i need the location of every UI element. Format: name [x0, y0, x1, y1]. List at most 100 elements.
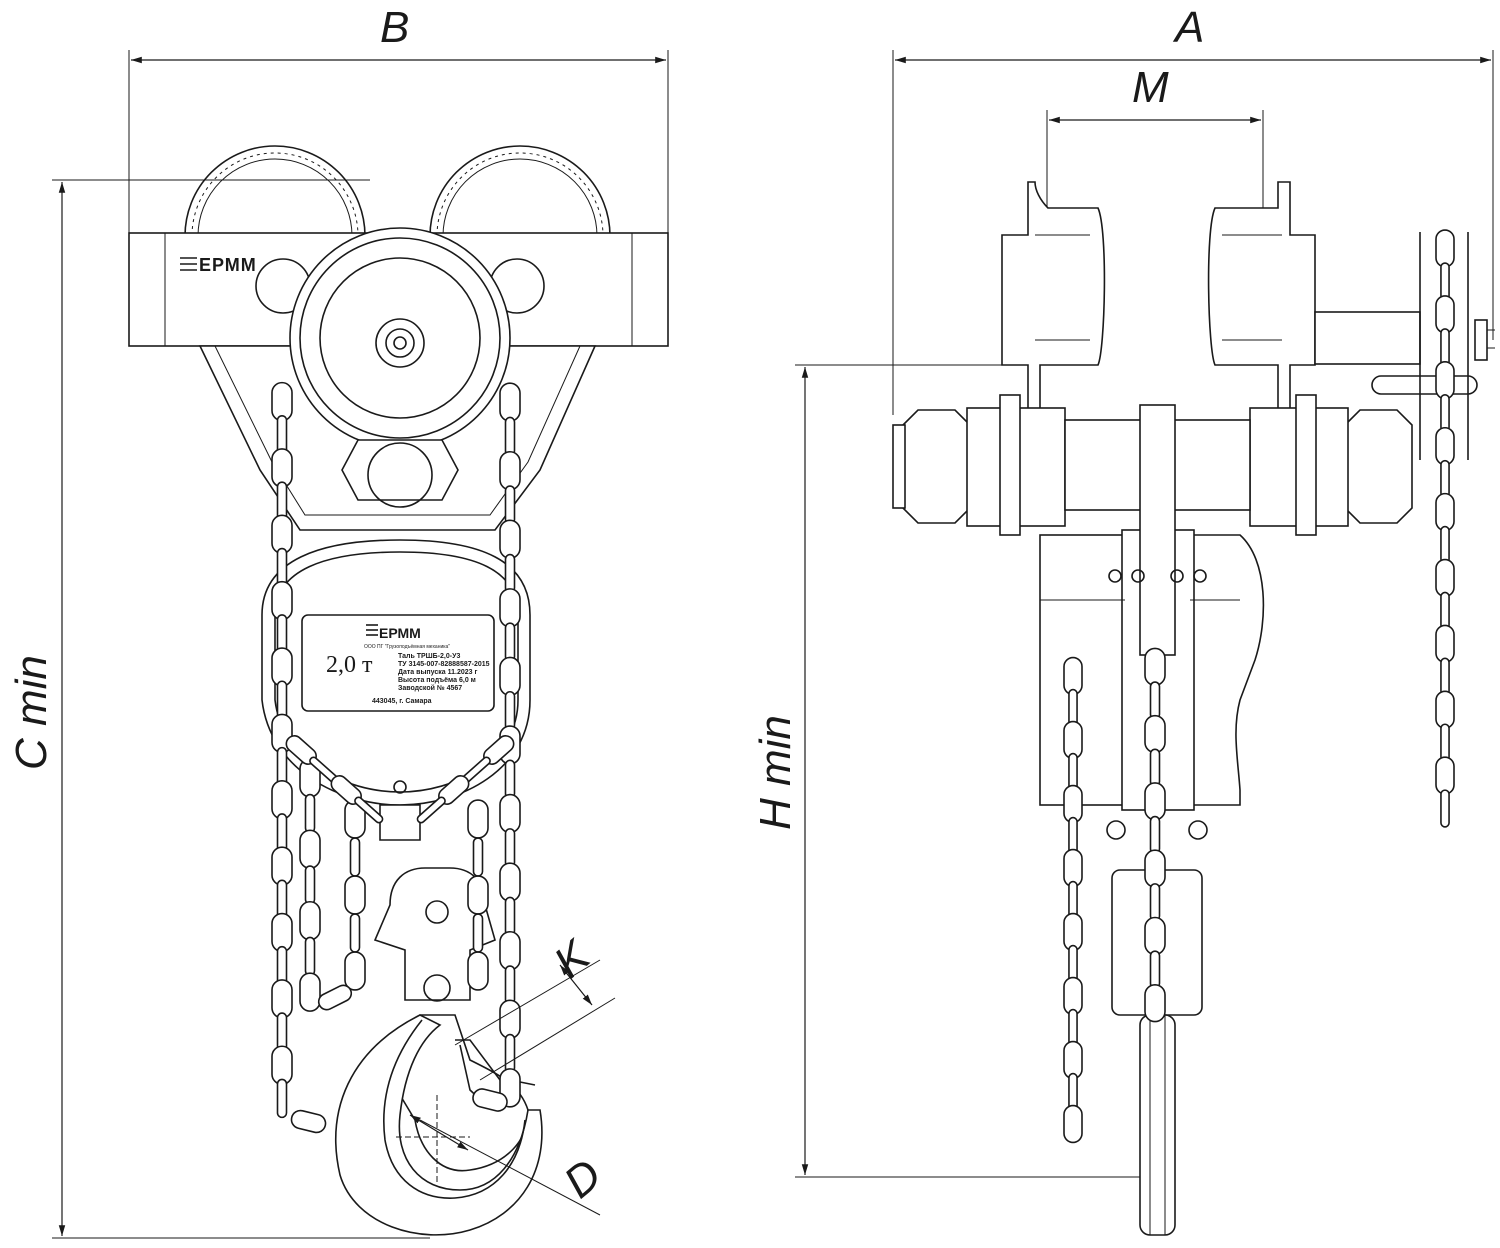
hand-chain-wheel-side [1419, 232, 1495, 460]
hand-chain-link [504, 965, 516, 1005]
hand-chain-link [276, 547, 288, 588]
load-chain-link [349, 913, 361, 953]
hand-wheel [289, 227, 511, 449]
side-chain-link [1149, 950, 1161, 989]
hand-chain-link [504, 485, 516, 525]
side-chain-link [1149, 883, 1161, 922]
load-chain-link [467, 951, 489, 991]
hand-chain-link [276, 414, 288, 455]
hand-chain-link [499, 588, 521, 628]
lower-bracket [379, 804, 421, 841]
hand-chain-link [499, 930, 521, 971]
hand-chain-link [504, 1033, 516, 1074]
load-chain-link [299, 972, 321, 1012]
nameplate: ЕРММ ООО ПГ "Грузоподъёмная механика" 2,… [326, 624, 490, 705]
nameplate-line4: Высота подъёма 6,0 м [398, 677, 476, 684]
hand-chain-link [271, 514, 293, 555]
load-chain-link [472, 913, 484, 953]
hoist-body [261, 539, 531, 806]
dimension-k-label: K [545, 930, 600, 987]
side-hand-chain-link [1440, 789, 1450, 828]
load-chain-link [304, 865, 316, 905]
side-hand-chain-link [1440, 393, 1450, 433]
load-chain-link [416, 796, 446, 824]
hand-chain-link [504, 828, 516, 868]
hand-chain-link [271, 1045, 293, 1086]
hand-chain-link [271, 779, 293, 820]
load-chain-link [304, 936, 316, 977]
dimension-b: B [128, 3, 669, 236]
load-chain-link [467, 875, 489, 915]
frame-logo-text: ЕРММ [199, 255, 257, 275]
side-hand-chain-link [1435, 558, 1455, 598]
hand-chain-link [271, 846, 293, 886]
hand-chain-link [504, 690, 516, 731]
dimension-m-label: M [1132, 63, 1169, 112]
side-hand-chain-link [1440, 525, 1450, 565]
nameplate-line3: Дата выпуска 11.2023 г [398, 669, 477, 676]
nameplate-line2: ТУ 3145-007-82888587-2015 [398, 661, 490, 668]
trolley-gear-right [429, 145, 611, 237]
nameplate-address: 443045, г. Самара [372, 698, 432, 705]
side-chain-link [1144, 782, 1166, 821]
side-hand-chain-link [1435, 624, 1455, 664]
dimension-h-label: H min [751, 715, 800, 830]
side-wheel-right [1207, 181, 1316, 411]
hand-chain-link [499, 382, 521, 422]
load-chain-link [304, 793, 316, 834]
hand-chain-link [276, 879, 288, 920]
hook-block [373, 867, 496, 1002]
side-chain-link [1149, 748, 1161, 787]
front-view: B C min [7, 3, 669, 1239]
hand-chain-link [271, 647, 293, 687]
nameplate-company: ООО ПГ "Грузоподъёмная механика" [364, 644, 450, 650]
load-chain-link [472, 837, 484, 877]
hand-chain-link [276, 481, 288, 521]
hand-chain-link [271, 448, 293, 488]
dimension-a: A [892, 3, 1494, 415]
load-chain-link [344, 951, 366, 991]
side-hand-chain-link [1435, 426, 1455, 466]
side-hand-chain-link [1440, 262, 1450, 301]
nameplate-line5: Заводской № 4567 [398, 684, 462, 692]
load-chain-link [467, 799, 489, 839]
hand-chain-link [499, 999, 521, 1040]
hand-chain-link [276, 813, 288, 853]
dimension-d-label: D [555, 1150, 611, 1208]
hand-chain-link [472, 1088, 508, 1112]
hand-chain-link [499, 450, 521, 491]
hand-chain-link [499, 793, 521, 834]
nameplate-capacity: 2,0 т [326, 652, 373, 678]
hand-chain-link [499, 862, 521, 902]
side-hand-chain-link [1435, 229, 1455, 268]
nameplate-logo: ЕРММ [379, 625, 421, 641]
hand-chain-link [276, 614, 288, 654]
side-wheel-left [1001, 181, 1106, 411]
hand-chain-link [504, 416, 516, 457]
dimension-c: C min [7, 179, 430, 1239]
side-chain-link [1144, 849, 1166, 888]
dimension-c-label: C min [7, 655, 56, 770]
hand-chain-link [271, 580, 293, 621]
side-hand-chain-link [1440, 459, 1450, 499]
trolley-gear-left [184, 145, 366, 237]
hand-chain-link [271, 979, 293, 1019]
front-chains [271, 381, 521, 1134]
side-chain-link [1063, 1104, 1083, 1144]
dimension-a-label: A [1172, 3, 1204, 52]
side-hand-chain-link [1440, 723, 1450, 762]
hand-chain-link [276, 945, 288, 986]
side-chain-link [1149, 681, 1161, 720]
side-chain-link [1149, 815, 1161, 855]
side-hand-chain-link [1435, 756, 1455, 795]
hand-chain-link [276, 1012, 288, 1052]
load-chain-link [344, 875, 366, 915]
side-chain-link [1144, 714, 1166, 754]
side-bolts [1106, 569, 1208, 840]
load-chain-link [299, 900, 321, 941]
axle-nut [341, 439, 459, 508]
load-chain-link [317, 984, 353, 1011]
hand-chain-link [271, 381, 293, 422]
hand-chain-link [276, 1078, 288, 1119]
